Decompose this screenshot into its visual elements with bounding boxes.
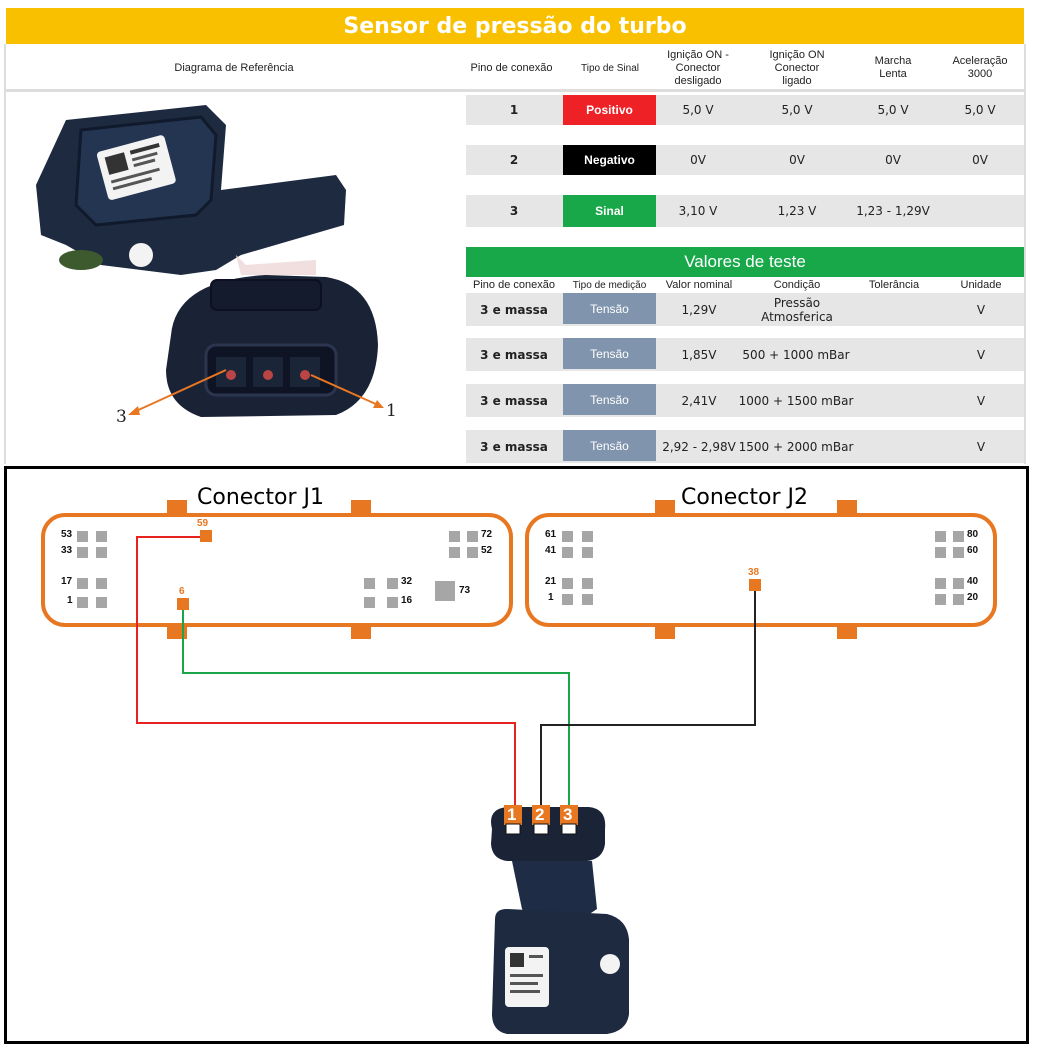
photo-label-pin-3: 3	[116, 407, 127, 427]
tolerance-cell	[850, 430, 938, 463]
test-values-title: Valores de teste	[466, 247, 1024, 277]
idle-cell: 1,23 - 1,29V	[856, 204, 930, 218]
accel-cell: 5,0 V	[964, 103, 996, 117]
ign-off-cell: 0V	[690, 153, 706, 167]
unit-cell: V	[976, 302, 986, 317]
test-header-unit: Unidade	[960, 278, 1002, 291]
table-row: 3 Sinal 3,10 V 1,23 V 1,23 - 1,29V	[466, 195, 1024, 227]
nominal-cell: 2,92 - 2,98V	[662, 439, 736, 454]
unit-cell: V	[976, 439, 986, 454]
header-ign-on: Ignição ON Conector ligado	[769, 48, 825, 87]
idle-cell: 0V	[885, 153, 901, 167]
measure-badge: Tensão	[563, 384, 656, 415]
tolerance-cell	[850, 384, 938, 417]
nominal-cell: 1,29V	[681, 302, 717, 317]
condition-cell: Pressão Atmosferica	[761, 295, 833, 324]
ign-on-cell: 5,0 V	[781, 103, 813, 117]
j2-pin-1: 1	[548, 592, 554, 603]
ign-off-cell: 3,10 V	[678, 204, 718, 218]
accel-cell	[936, 195, 1024, 227]
measure-badge: Tensão	[563, 293, 656, 324]
j1-pin-32: 32	[401, 576, 413, 587]
photo-label-pin-1: 1	[386, 401, 397, 421]
pin-cell: 3	[509, 204, 519, 218]
j2-pin-41: 41	[545, 545, 557, 556]
unit-cell: V	[976, 393, 986, 408]
header-signal-type: Tipo de Sinal	[581, 62, 639, 74]
condition-cell: 1000 + 1500 mBar	[738, 393, 854, 408]
test-row: 3 e massa Tensão 1,85V 500 + 1000 mBar V	[466, 338, 1024, 371]
connector-j2-label: Conector J2	[675, 485, 815, 510]
header-ign-off: Ignição ON - Conector desligado	[667, 48, 729, 87]
nominal-cell: 1,85V	[681, 347, 717, 362]
condition-cell: 500 + 1000 mBar	[742, 347, 850, 362]
nominal-cell: 2,41V	[681, 393, 717, 408]
test-row: 3 e massa Tensão 2,41V 1000 + 1500 mBar …	[466, 384, 1024, 417]
header-accel: Aceleração 3000	[952, 55, 1008, 80]
measure-badge: Tensão	[563, 338, 656, 369]
tolerance-cell	[850, 293, 938, 326]
test-pin-cell: 3 e massa	[480, 302, 548, 317]
j2-pin-40: 40	[967, 576, 979, 587]
j2-pin-60: 60	[967, 545, 979, 556]
j1-pin-1: 1	[67, 595, 73, 606]
condition-cell: 1500 + 2000 mBar	[738, 439, 854, 454]
sensor-pin-3: 3	[563, 805, 573, 824]
test-header-pin: Pino de conexão	[473, 278, 555, 291]
signal-badge-positivo: Positivo	[563, 95, 656, 125]
j1-pin-72: 72	[481, 529, 493, 540]
page-title: Sensor de pressão do turbo	[6, 8, 1024, 44]
table-header-row: Diagrama de Referência Pino de conexão T…	[6, 44, 1024, 92]
j2-pin-61: 61	[545, 529, 557, 540]
ign-on-cell: 0V	[789, 153, 805, 167]
table-row: 1 Positivo 5,0 V 5,0 V 5,0 V 5,0 V	[466, 95, 1024, 125]
test-header-nominal: Valor nominal	[665, 278, 733, 291]
signal-badge-sinal: Sinal	[563, 195, 656, 227]
measure-badge: Tensão	[563, 430, 656, 461]
accel-cell: 0V	[972, 153, 988, 167]
test-row: 3 e massa Tensão 1,29V Pressão Atmosferi…	[466, 293, 1024, 326]
j1-pin-33: 33	[61, 545, 73, 556]
j2-pin-20: 20	[967, 592, 979, 603]
pin-cell: 2	[509, 153, 519, 167]
j1-pin-16: 16	[401, 595, 413, 606]
sensor-photo-illustration	[36, 105, 384, 417]
j1-pin-52: 52	[481, 545, 493, 556]
test-pin-cell: 3 e massa	[480, 347, 548, 362]
j2-pin-80: 80	[967, 529, 979, 540]
pin-cell: 1	[509, 103, 519, 117]
header-diagram: Diagrama de Referência	[174, 61, 294, 74]
test-header-row: Pino de conexão Tipo de medição Valor no…	[466, 278, 1024, 292]
connector-j1-label: Conector J1	[191, 485, 331, 510]
test-pin-cell: 3 e massa	[480, 393, 548, 408]
j1-pin-6: 6	[179, 586, 185, 597]
ign-off-cell: 5,0 V	[682, 103, 714, 117]
ign-on-cell: 1,23 V	[777, 204, 817, 218]
j1-pin-59: 59	[197, 518, 209, 529]
j2-pin-38: 38	[748, 567, 760, 578]
idle-cell: 5,0 V	[877, 103, 909, 117]
table-row: 2 Negativo 0V 0V 0V 0V	[466, 145, 1024, 175]
test-header-tolerance: Tolerância	[868, 278, 920, 291]
tolerance-cell	[850, 338, 938, 371]
test-header-measure: Tipo de medição	[572, 279, 647, 291]
wiring-svg	[41, 500, 997, 1034]
header-idle: Marcha Lenta	[874, 55, 912, 80]
unit-cell: V	[976, 347, 986, 362]
sensor-pin-1: 1	[507, 805, 517, 824]
header-pin: Pino de conexão	[470, 61, 553, 74]
j2-pin-21: 21	[545, 576, 557, 587]
test-pin-cell: 3 e massa	[480, 439, 548, 454]
j1-pin-17: 17	[61, 576, 73, 587]
test-header-condition: Condição	[773, 278, 821, 291]
j1-pin-73: 73	[459, 585, 471, 596]
table-frame	[4, 44, 1026, 464]
test-row: 3 e massa Tensão 2,92 - 2,98V 1500 + 200…	[466, 430, 1024, 463]
signal-badge-negativo: Negativo	[563, 145, 656, 175]
sensor-photo: 3 1	[6, 95, 462, 463]
sensor-pin-2: 2	[535, 805, 545, 824]
wiring-diagram: Conector J1 Conector J2 53 33 17 1 72 52…	[4, 466, 1029, 1044]
j1-pin-53: 53	[61, 529, 73, 540]
